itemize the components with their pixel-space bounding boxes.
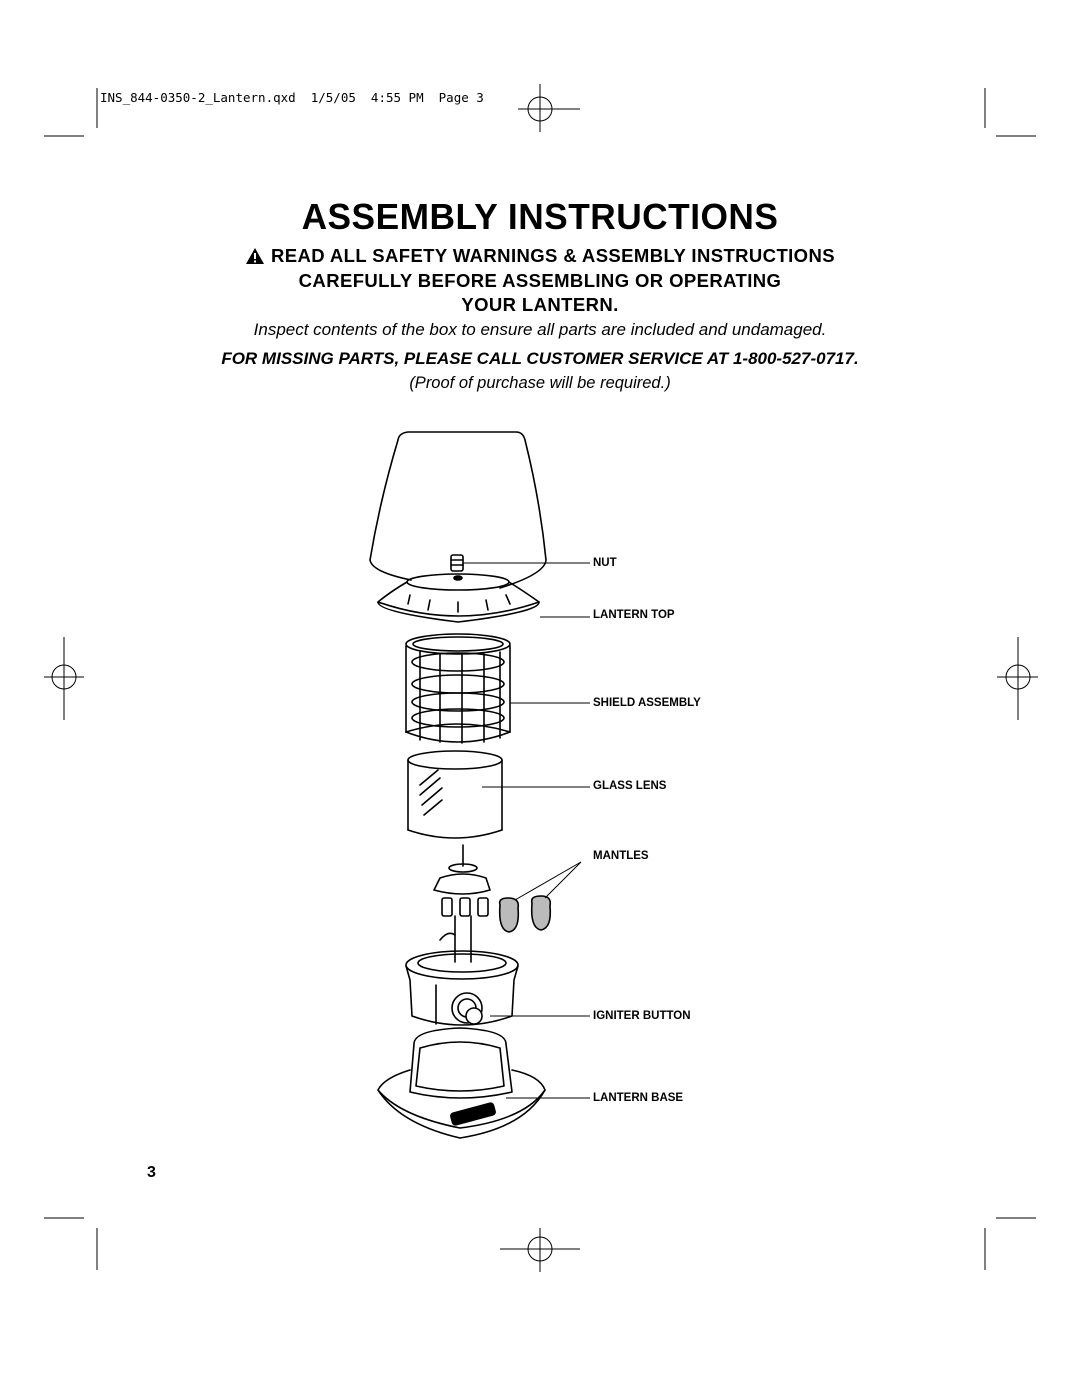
lantern-exploded-diagram bbox=[369, 431, 590, 1139]
label-shield-assembly: SHIELD ASSEMBLY bbox=[593, 697, 701, 709]
label-mantles: MANTLES bbox=[593, 850, 649, 862]
warning-line-3: YOUR LANTERN. bbox=[461, 294, 619, 315]
lantern-top-part bbox=[377, 573, 540, 623]
warning-line-2: CAREFULLY BEFORE ASSEMBLING OR OPERATING bbox=[298, 270, 782, 291]
lantern-bail-handle bbox=[369, 431, 547, 589]
page-title: ASSEMBLY INSTRUCTIONS bbox=[301, 196, 779, 237]
label-lantern-base: LANTERN BASE bbox=[593, 1092, 684, 1104]
glass-lens-part bbox=[407, 750, 503, 839]
burner-assembly-part bbox=[433, 844, 491, 963]
warning-triangle-icon bbox=[245, 247, 265, 270]
warning-text-1: READ ALL SAFETY WARNINGS & ASSEMBLY INST… bbox=[271, 245, 835, 266]
shield-assembly-part bbox=[405, 633, 511, 744]
leader-mantle-2 bbox=[544, 861, 582, 899]
label-nut: NUT bbox=[593, 557, 617, 569]
proof-of-purchase-note: (Proof of purchase will be required.) bbox=[409, 374, 671, 392]
lantern-body-part bbox=[405, 950, 519, 1026]
missing-parts-notice: FOR MISSING PARTS, PLEASE CALL CUSTOMER … bbox=[221, 349, 859, 368]
label-igniter-button: IGNITER BUTTON bbox=[593, 1010, 691, 1022]
print-slug: INS_844-0350-2_Lantern.qxd 1/5/05 4:55 P… bbox=[100, 90, 484, 105]
lantern-base-part bbox=[377, 1027, 546, 1139]
label-glass-lens: GLASS LENS bbox=[593, 780, 667, 792]
label-lantern-top: LANTERN TOP bbox=[593, 609, 675, 621]
igniter-button-part bbox=[451, 992, 483, 1025]
warning-line-1: READ ALL SAFETY WARNINGS & ASSEMBLY INST… bbox=[0, 245, 1080, 270]
nut-part bbox=[450, 554, 464, 572]
page-number: 3 bbox=[147, 1164, 156, 1181]
mantles-part bbox=[498, 895, 552, 933]
leader-mantle-1 bbox=[514, 861, 582, 901]
inspect-instructions: Inspect contents of the box to ensure al… bbox=[253, 320, 827, 339]
